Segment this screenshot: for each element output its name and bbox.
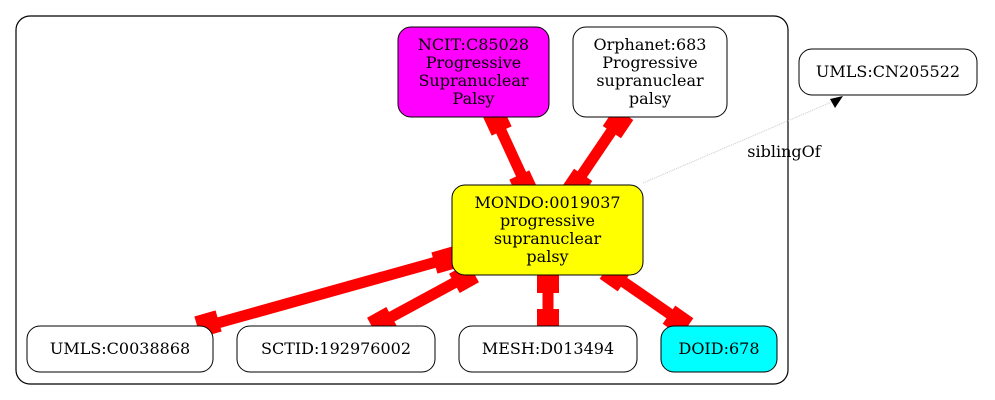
node-umls-cn-label-line: UMLS:CN205522 <box>816 62 960 81</box>
node-mesh[interactable]: MESH:D013494 <box>458 325 638 373</box>
node-mondo-label-line: progressive <box>500 211 595 230</box>
cluster-frame <box>15 15 789 385</box>
node-doid-label-line: DOID:678 <box>678 339 759 358</box>
node-ncit-label-line: NCIT:C85028 <box>418 35 529 54</box>
node-sctid-label: SCTID:192976002 <box>261 339 411 358</box>
edge-mondo-sctid <box>379 272 468 327</box>
node-orphanet-label-line: supranuclear <box>596 71 704 90</box>
node-orphanet-label-line: Progressive <box>602 53 697 72</box>
node-umls-c-box <box>26 325 214 373</box>
node-umls-c[interactable]: UMLS:C0038868 <box>26 325 214 373</box>
node-umls-c-label: UMLS:C0038868 <box>50 339 190 358</box>
node-mondo-label-line: supranuclear <box>494 229 602 248</box>
node-umls-cn-label: UMLS:CN205522 <box>816 62 960 81</box>
node-orphanet-box <box>572 26 728 118</box>
node-mesh-box <box>458 325 638 373</box>
edge-end-mondo-mesh <box>537 271 559 293</box>
node-mesh-label-line: MESH:D013494 <box>482 339 614 358</box>
edge-mondo-umls-c <box>205 253 449 332</box>
node-doid-label: DOID:678 <box>678 339 759 358</box>
sibling-edge-line <box>642 100 835 184</box>
node-orphanet-label-line: Orphanet:683 <box>594 35 707 54</box>
sibling-edge: siblingOf <box>642 96 843 184</box>
node-mesh-label: MESH:D013494 <box>482 339 614 358</box>
node-umls-cn[interactable]: UMLS:CN205522 <box>798 48 978 96</box>
node-mondo-label-line: MONDO:0019037 <box>474 193 620 212</box>
edge-mondo-doid <box>611 271 684 326</box>
node-ncit-box <box>397 26 550 118</box>
node-ncit-label-line: Progressive <box>426 53 521 72</box>
node-ncit-label-line: Palsy <box>453 89 495 108</box>
node-umls-cn-box <box>798 48 978 96</box>
node-orphanet-label-line: palsy <box>629 89 671 108</box>
sibling-arrowhead <box>830 96 843 108</box>
node-umls-c-label-line: UMLS:C0038868 <box>50 339 190 358</box>
node-sctid-label-line: SCTID:192976002 <box>261 339 411 358</box>
node-ncit-label-line: Supranuclear <box>418 71 528 90</box>
node-mondo-box <box>451 184 644 276</box>
edge-label-siblingof: siblingOf <box>747 142 821 161</box>
node-mondo-label-line: palsy <box>526 247 568 266</box>
node-doid-box <box>660 325 778 373</box>
node-doid[interactable]: DOID:678 <box>660 325 778 373</box>
node-sctid[interactable]: SCTID:192976002 <box>236 325 436 373</box>
node-sctid-box <box>236 325 436 373</box>
